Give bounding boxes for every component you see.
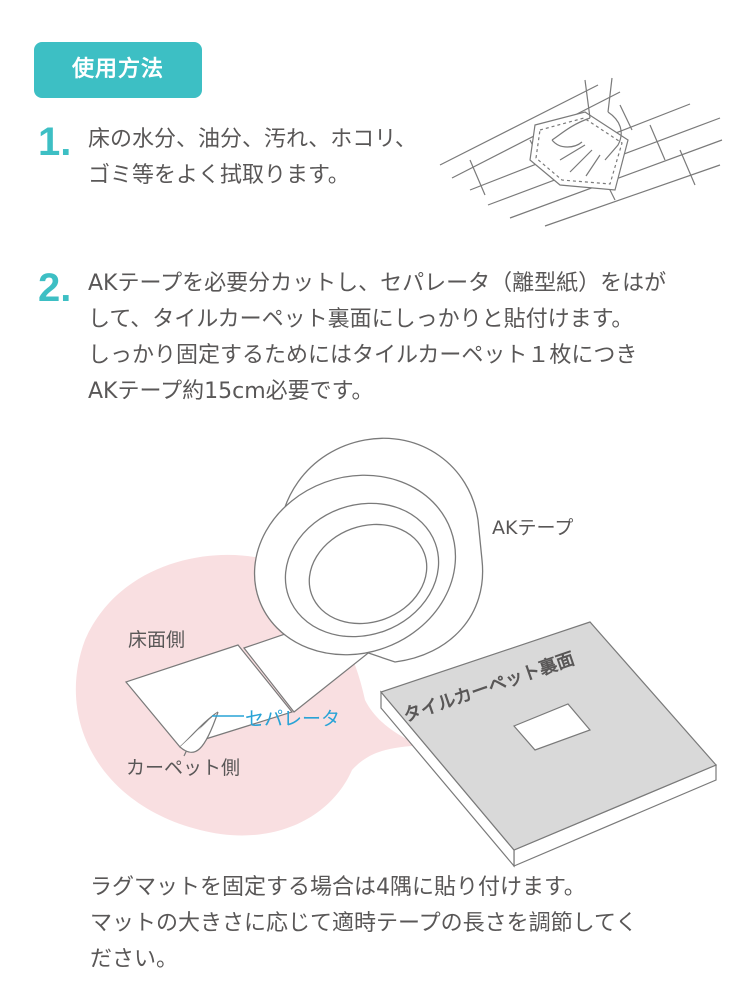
carpet-side-label: カーペット側: [126, 757, 240, 779]
tape-strip: [124, 617, 373, 757]
footer-note: ラグマットを固定する場合は4隅に貼り付けます。 マットの大きさに応じて適時テープ…: [90, 870, 637, 978]
step-1-number: 1.: [38, 120, 72, 164]
step-1-line: 床の水分、油分、汚れ、ホコリ、: [88, 127, 417, 152]
tape-label: AKテープ: [492, 517, 573, 539]
step-2-line: しっかり固定するためにはタイルカーペット１枚につき: [88, 343, 638, 368]
footer-line: ラグマットを固定する場合は4隅に貼り付けます。: [90, 875, 586, 900]
tape-roll: [253, 437, 484, 663]
separator-label: セパレータ: [245, 708, 340, 730]
floor-side-label: 床面側: [128, 629, 185, 651]
step-2-line: して、タイルカーペット裏面にしっかりと貼付けます。: [88, 307, 634, 332]
step-2-text: AKテープを必要分カットし、セパレータ（離型紙）をはが して、タイルカーペット裏…: [88, 266, 666, 410]
footer-line: マットの大きさに応じて適時テープの長さを調節してく: [90, 911, 638, 936]
step-2-number: 2.: [38, 266, 72, 310]
step-2-line: AKテープ約15cm必要です。: [88, 379, 374, 404]
step-1-line: ゴミ等をよく拭取ります。: [88, 163, 350, 188]
footer-line: ださい。: [90, 947, 179, 972]
carpet-tile: [379, 621, 718, 868]
step-2-line: AKテープを必要分カットし、セパレータ（離型紙）をはが: [88, 271, 667, 296]
floor-wiping-illustration: [439, 77, 723, 227]
usage-title-badge: 使用方法: [34, 42, 202, 98]
step-1-text: 床の水分、油分、汚れ、ホコリ、 ゴミ等をよく拭取ります。: [88, 122, 417, 194]
